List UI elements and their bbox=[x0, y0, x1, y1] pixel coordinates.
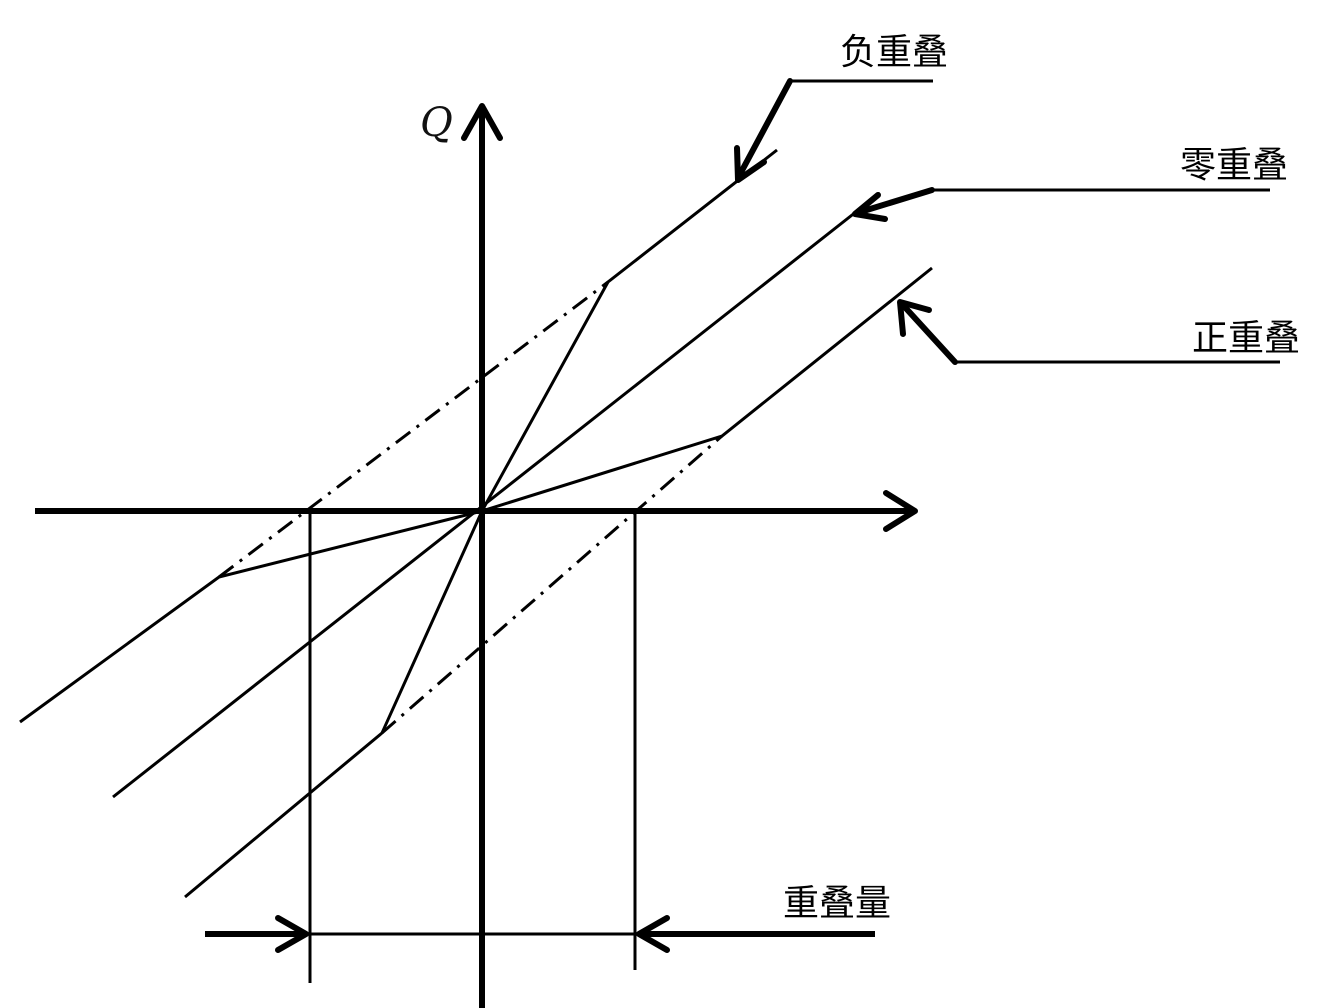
positive-overlap-callout: 正重叠 bbox=[897, 299, 1300, 365]
positive-overlap-curve bbox=[19, 266, 933, 724]
positive-overlap-leader-arrow bbox=[899, 301, 958, 365]
zero-overlap-leader-arrowhead bbox=[852, 192, 888, 222]
negative-overlap-callout: 负重叠 bbox=[734, 32, 948, 183]
y-axis-label: Q bbox=[420, 100, 453, 146]
left-dimension-arrowhead bbox=[275, 915, 309, 953]
negative-overlap-label: 负重叠 bbox=[840, 32, 948, 73]
upper-dash-dot-line bbox=[218, 280, 609, 579]
axes: Q bbox=[35, 100, 918, 1008]
overlap-amount-label: 重叠量 bbox=[783, 883, 891, 924]
positive-overlap-leader-arrowhead bbox=[897, 299, 932, 337]
lower-dash-dot-line bbox=[381, 434, 723, 735]
zero-overlap-label: 零重叠 bbox=[1180, 145, 1288, 186]
positive-overlap-label: 正重叠 bbox=[1192, 318, 1300, 359]
zero-overlap-callout: 零重叠 bbox=[852, 145, 1288, 222]
zero-overlap-line bbox=[112, 191, 881, 799]
zero-overlap-leader-arrow bbox=[854, 187, 935, 216]
dash-dot-extensions bbox=[218, 280, 723, 735]
negative-overlap-leader-arrow bbox=[735, 78, 793, 181]
x-axis-arrowhead bbox=[883, 490, 918, 532]
y-axis-arrowhead bbox=[461, 103, 503, 141]
right-dimension-arrowhead bbox=[636, 915, 670, 953]
negative-overlap-leader-arrowhead bbox=[734, 145, 767, 183]
overlap-amount-dimension: 重叠量 bbox=[205, 883, 891, 953]
